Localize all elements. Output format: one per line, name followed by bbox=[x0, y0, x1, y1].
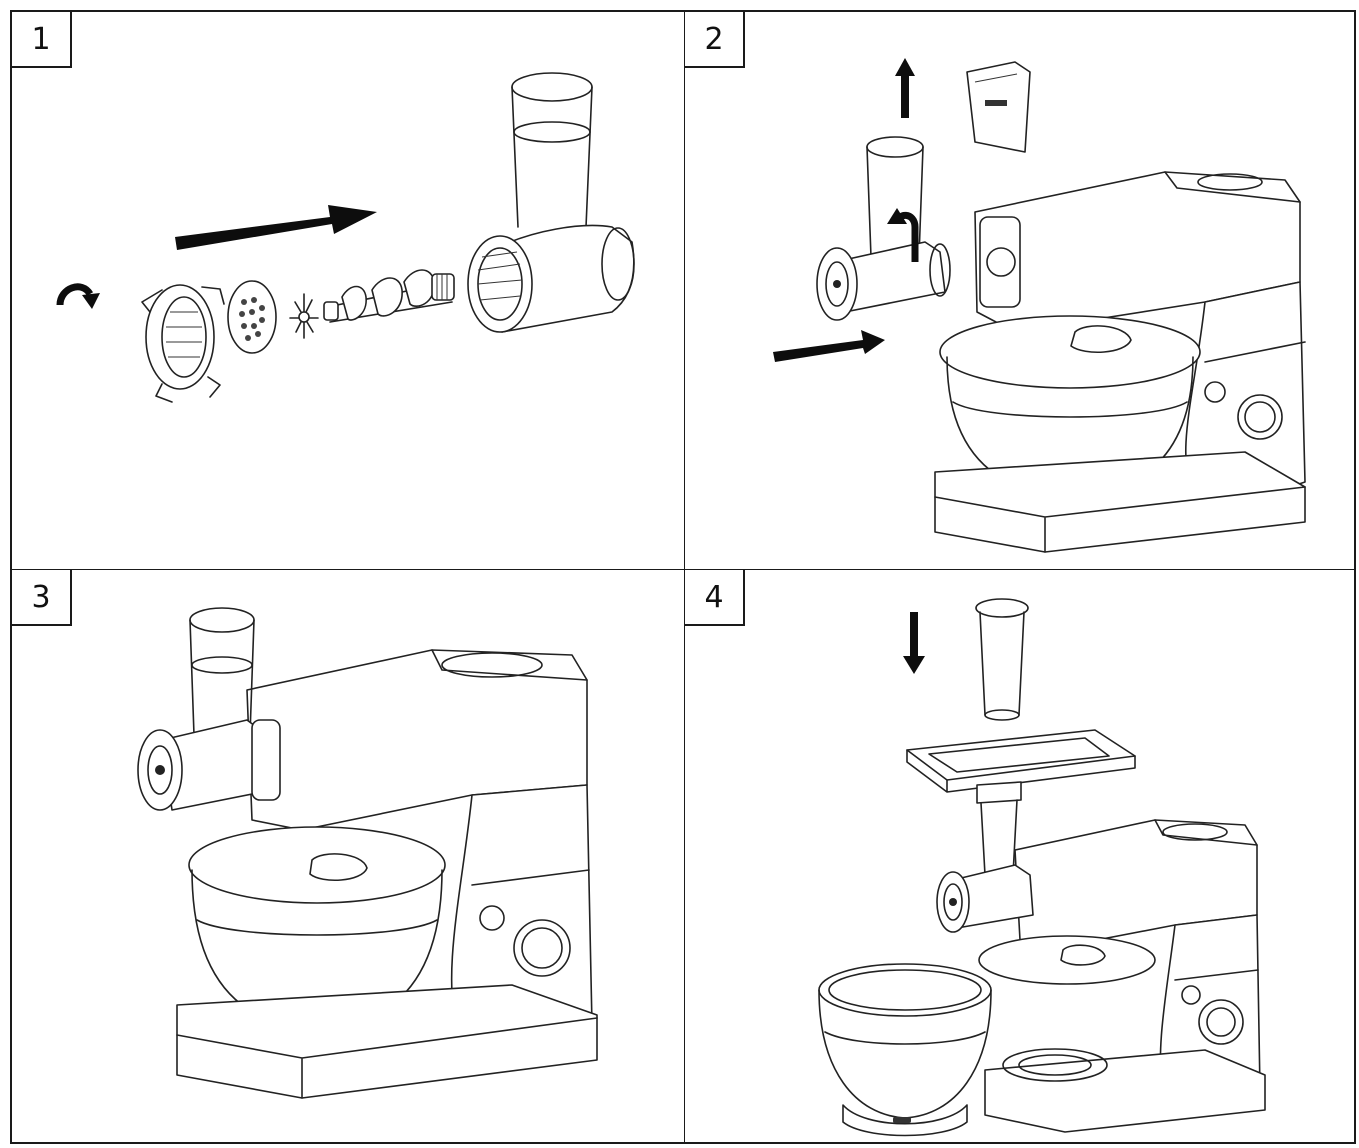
feed-screw-part bbox=[323, 269, 455, 323]
mincer-head-part bbox=[816, 136, 951, 321]
arrow-down-icon bbox=[903, 612, 925, 674]
cutter-blade-part bbox=[289, 293, 319, 339]
step-panel-3: 3 bbox=[12, 570, 685, 1142]
attach-mincer-illustration bbox=[773, 58, 1306, 553]
ring-nut-part bbox=[141, 284, 225, 403]
arrow-right-icon bbox=[773, 330, 885, 362]
stand-mixer-part bbox=[978, 819, 1266, 1133]
step-number-3: 3 bbox=[12, 570, 72, 626]
step-number-4: 4 bbox=[685, 570, 745, 626]
mincer-head-part bbox=[936, 781, 1034, 933]
mincer-exploded-illustration bbox=[56, 72, 635, 403]
stand-mixer-part bbox=[176, 649, 598, 1099]
mincer-mounted-illustration bbox=[137, 607, 598, 1099]
arrow-up-icon bbox=[895, 58, 915, 118]
stand-mixer-part bbox=[934, 171, 1306, 553]
step-number-2: 2 bbox=[685, 12, 745, 68]
step-panel-4: 4 bbox=[685, 570, 1354, 1142]
outlet-cover-part bbox=[966, 61, 1031, 153]
mixing-bowl-part bbox=[818, 963, 992, 1137]
arrow-right-icon bbox=[175, 205, 377, 250]
rotate-icon bbox=[56, 283, 100, 309]
instruction-grid: 1 bbox=[10, 10, 1356, 1144]
mincer-body-part bbox=[467, 72, 635, 333]
feeding-tray-part bbox=[906, 729, 1136, 793]
step-number-1: 1 bbox=[12, 12, 72, 68]
tray-pusher-illustration bbox=[818, 598, 1266, 1137]
food-pusher-part bbox=[975, 598, 1029, 721]
step-panel-2: 2 bbox=[685, 12, 1354, 570]
step-panel-1: 1 bbox=[12, 12, 685, 570]
mincing-plate-part bbox=[227, 280, 277, 354]
mincer-head-part bbox=[137, 607, 281, 811]
curved-arrow-icon bbox=[887, 208, 919, 262]
